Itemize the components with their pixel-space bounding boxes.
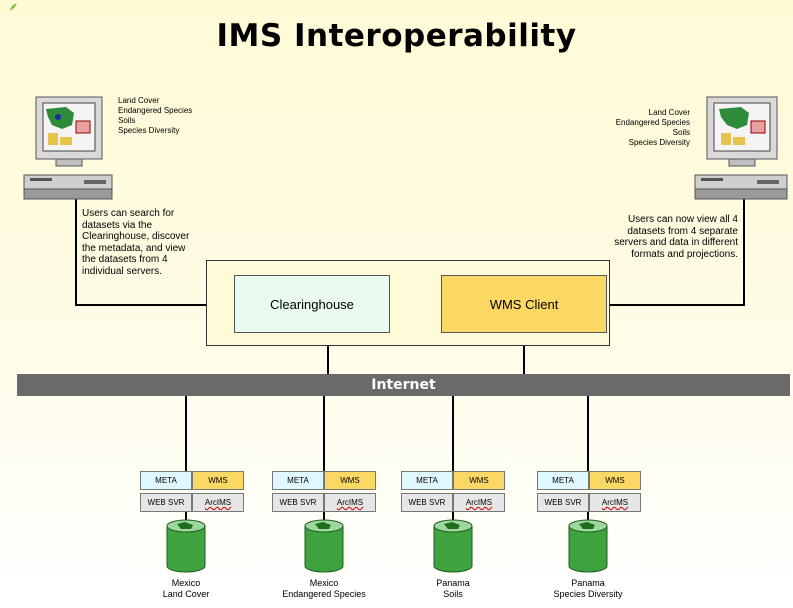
database-icon (304, 519, 344, 573)
web-server-cell: WEB SVR (272, 493, 324, 512)
diagram-title: IMS Interoperability (216, 18, 577, 54)
wms-cell: WMS (589, 471, 641, 490)
server-label: Panama Soils (398, 578, 508, 600)
meta-cell: META (537, 471, 589, 490)
server-dataset: Endangered Species (282, 589, 366, 599)
wms-cell: WMS (192, 471, 244, 490)
clearinghouse-box: Clearinghouse (234, 275, 390, 333)
meta-cell: META (272, 471, 324, 490)
left-layer-list: Land Cover Endangered Species Soils Spec… (118, 96, 228, 136)
right-workstation-link (605, 196, 745, 306)
left-layer-item: Soils (118, 116, 136, 125)
right-user-note: Users can now view all 4 datasets from 4… (614, 214, 738, 260)
left-layer-item: Species Diversity (118, 126, 180, 135)
server-country: Mexico (309, 578, 339, 588)
left-workstation-link (75, 196, 234, 306)
corner-leaf-icon (9, 3, 17, 11)
server-stack: META WMS WEB SVR ArcIMS (272, 471, 378, 512)
web-server-cell: WEB SVR (537, 493, 589, 512)
server-dataset: Species Diversity (553, 589, 623, 599)
server-dataset: Land Cover (162, 589, 210, 599)
right-workstation-icon (694, 96, 788, 200)
arcims-cell: ArcIMS (589, 493, 641, 512)
left-user-note: Users can search for datasets via the Cl… (82, 208, 190, 277)
wms-client-box: WMS Client (441, 275, 607, 333)
left-layer-item: Land Cover (118, 96, 160, 105)
server-stack: META WMS WEB SVR ArcIMS (401, 471, 507, 512)
internet-bar: Internet (17, 374, 790, 396)
right-layer-item: Land Cover (648, 108, 690, 117)
server-stack: META WMS WEB SVR ArcIMS (537, 471, 643, 512)
server-label: Mexico Land Cover (131, 578, 241, 600)
web-server-cell: WEB SVR (140, 493, 192, 512)
server-country: Panama (571, 578, 605, 588)
meta-cell: META (401, 471, 453, 490)
server-country: Panama (436, 578, 470, 588)
database-icon (433, 519, 473, 573)
server-dataset: Soils (443, 589, 463, 599)
wms-cell: WMS (324, 471, 376, 490)
server-country: Mexico (171, 578, 201, 588)
arcims-cell: ArcIMS (192, 493, 244, 512)
database-icon (568, 519, 608, 573)
database-icon (166, 519, 206, 573)
server-stack: META WMS WEB SVR ArcIMS (140, 471, 246, 512)
wms-cell: WMS (453, 471, 505, 490)
right-layer-item: Endangered Species (615, 118, 690, 127)
meta-cell: META (140, 471, 192, 490)
left-layer-item: Endangered Species (118, 106, 193, 115)
right-layer-item: Soils (672, 128, 690, 137)
server-label: Mexico Endangered Species (269, 578, 379, 600)
web-server-cell: WEB SVR (401, 493, 453, 512)
right-layer-item: Species Diversity (628, 138, 690, 147)
right-layer-list: Land Cover Endangered Species Soils Spec… (590, 108, 690, 148)
arcims-cell: ArcIMS (453, 493, 505, 512)
arcims-cell: ArcIMS (324, 493, 376, 512)
server-label: Panama Species Diversity (533, 578, 643, 600)
left-workstation-icon (23, 96, 113, 200)
